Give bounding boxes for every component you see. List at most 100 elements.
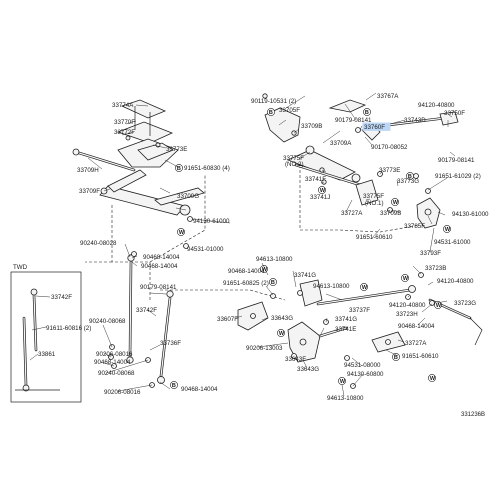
callout[interactable]: 33775F: [363, 193, 384, 200]
callout[interactable]: 33709H: [77, 167, 99, 174]
callout[interactable]: 33741E: [335, 326, 356, 333]
callout[interactable]: 33741F: [305, 176, 326, 183]
inset-title: TWD: [13, 264, 28, 271]
callout[interactable]: 91651-61029 (2): [435, 173, 481, 180]
washer-symbol: W: [362, 285, 368, 291]
callout[interactable]: 33723B: [425, 265, 446, 272]
washer-symbol: W: [436, 303, 442, 309]
callout[interactable]: 90468-14004: [94, 359, 131, 366]
callout[interactable]: 90119-10531 (2): [251, 98, 296, 105]
callout[interactable]: 33705F: [279, 107, 300, 114]
callout[interactable]: 94613-10800: [256, 256, 293, 263]
callout[interactable]: 33741J: [310, 194, 330, 201]
callout[interactable]: 33709B: [301, 123, 322, 130]
callout[interactable]: 33774A: [112, 102, 134, 109]
callout[interactable]: 94613-10800: [313, 283, 350, 290]
callout[interactable]: 33793F: [420, 250, 441, 257]
long-bolt: [72, 148, 136, 172]
callout[interactable]: 33750F: [444, 110, 465, 117]
washer-symbol: W: [262, 267, 268, 273]
callout[interactable]: 90170-08052: [371, 144, 408, 151]
pivot-arm: [287, 321, 348, 363]
callout[interactable]: 91651-60610: [402, 353, 439, 360]
callout[interactable]: 94130-61000: [452, 211, 489, 218]
callout[interactable]: 33737F: [349, 307, 370, 314]
washer-symbol: W: [340, 379, 346, 385]
callout[interactable]: 94120-40800: [418, 102, 455, 109]
bolt-symbol: B: [271, 280, 275, 286]
bolt-symbol: B: [408, 174, 412, 180]
callout[interactable]: 33772F: [114, 129, 135, 136]
callout[interactable]: 90206-08016: [104, 389, 141, 396]
cross-shaft: [99, 169, 205, 216]
callout[interactable]: 91651-60610: [356, 234, 393, 241]
callout[interactable]: 94120-40800: [389, 302, 426, 309]
link-rod-left: [126, 254, 135, 364]
callout[interactable]: 33861: [38, 351, 56, 358]
callout[interactable]: 33727A: [405, 340, 427, 347]
callout[interactable]: 94613-10800: [327, 395, 364, 402]
washer-symbol: W: [320, 188, 326, 194]
callout[interactable]: 33743D: [404, 117, 426, 124]
callout[interactable]: 90468-14004: [141, 263, 178, 270]
shifter-rod: [299, 279, 416, 307]
callout[interactable]: 90179-08141: [335, 117, 372, 124]
callout[interactable]: 90468-14004: [398, 323, 435, 330]
callout[interactable]: 33723H: [396, 311, 418, 318]
callout[interactable]: 33775F: [283, 155, 304, 162]
callout[interactable]: 94130-60800: [347, 371, 384, 378]
callout[interactable]: 33709F: [79, 188, 100, 195]
callout[interactable]: 90468-14004: [228, 268, 265, 275]
callout[interactable]: 33607F: [217, 316, 238, 323]
callout[interactable]: 90206-13003: [246, 345, 283, 352]
callout[interactable]: (NO.2): [285, 161, 304, 168]
bell-crank: [416, 197, 441, 229]
callout[interactable]: 33727A: [341, 210, 363, 217]
callout[interactable]: 33773E: [166, 146, 187, 153]
callout[interactable]: 90240-08028: [80, 240, 117, 247]
callout[interactable]: 94130-61000: [193, 218, 230, 225]
callout[interactable]: 94531-61000: [434, 239, 471, 246]
callout[interactable]: 91651-60825 (2): [223, 280, 269, 287]
callout[interactable]: 33736F: [160, 340, 181, 347]
washer-symbol: W: [279, 331, 285, 337]
callout[interactable]: 94531-01000: [187, 246, 224, 253]
callout[interactable]: 90179-08141: [140, 284, 177, 291]
callout[interactable]: 33723G: [454, 300, 476, 307]
callout[interactable]: 90240-08068: [98, 370, 135, 377]
callout[interactable]: 33767A: [377, 93, 399, 100]
callout[interactable]: 90468-14004: [143, 254, 180, 261]
callout[interactable]: 33643F: [285, 356, 306, 363]
callout[interactable]: 94531-08000: [344, 362, 381, 369]
callout[interactable]: 90179-08141: [438, 157, 475, 164]
washer-symbol: W: [445, 227, 451, 233]
callout[interactable]: 90240-08068: [89, 318, 126, 325]
callout[interactable]: 33785F: [404, 223, 425, 230]
twd-inset: [10, 271, 82, 403]
bracket-lower: [237, 301, 269, 331]
callout[interactable]: 33741G: [294, 272, 316, 279]
callout[interactable]: 90206-08016: [96, 351, 133, 358]
bolt-symbol: B: [172, 383, 176, 389]
callout[interactable]: 33741G: [335, 316, 357, 323]
callout[interactable]: 33643G: [271, 315, 293, 322]
callout[interactable]: 33643G: [297, 366, 319, 373]
callout-highlighted[interactable]: 33760F: [364, 124, 385, 131]
callout[interactable]: 33773E: [379, 167, 400, 174]
callout[interactable]: 33709A: [330, 140, 352, 147]
callout[interactable]: 94120-40800: [437, 278, 474, 285]
callout[interactable]: 33709G: [177, 193, 199, 200]
callout[interactable]: 33742F: [136, 307, 157, 314]
bracket-assembly: [116, 99, 179, 168]
callout[interactable]: 90468-14004: [181, 386, 218, 393]
callout[interactable]: 33770F: [114, 119, 135, 126]
callout[interactable]: (NO.1): [365, 200, 384, 207]
callout[interactable]: 91651-60830 (4): [184, 165, 230, 172]
callout[interactable]: 33773G: [397, 178, 419, 185]
callout[interactable]: 91611-60816 (2): [46, 325, 91, 332]
callout[interactable]: 33709B: [380, 210, 401, 217]
lower-lever: [371, 331, 406, 353]
callout[interactable]: 33742F: [51, 294, 72, 301]
leader-lines: [29, 92, 456, 397]
